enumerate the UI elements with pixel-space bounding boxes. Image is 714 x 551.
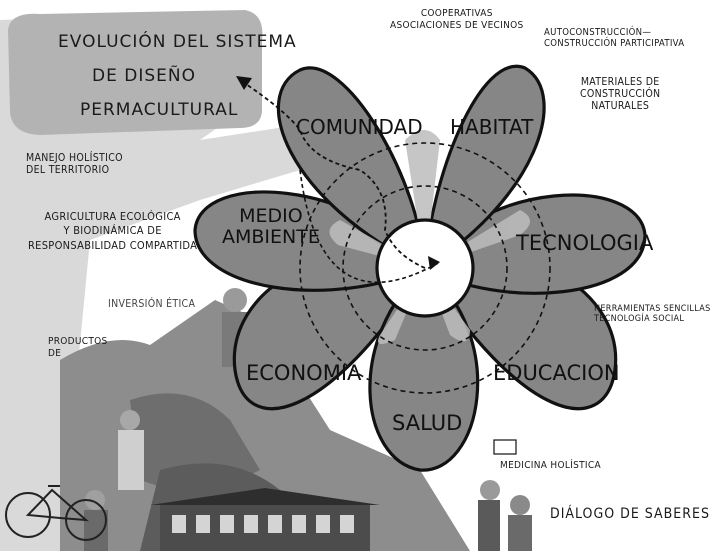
annotation-manejo-line-1: MANEJO HOLÍSTICO [26, 152, 123, 164]
annotation-agricultura: AGRICULTURA ECOLÓGICA Y BIODINÁMICA DE R… [28, 210, 197, 253]
annotation-autoconstruccion-line-2: CONSTRUCCIÓN PARTICIPATIVA [544, 37, 685, 49]
annotation-cooperativas-line-2: ASOCIACIONES DE VECINOS [390, 19, 524, 31]
petal-habitat [423, 64, 546, 271]
annotation-manejo: MANEJO HOLÍSTICO DEL TERRITORIO [26, 152, 123, 176]
annotation-cooperativas: COOPERATIVAS ASOCIACIONES DE VECINOS [390, 8, 524, 31]
petal-label-educacion: EDUCACION [493, 361, 620, 385]
petal-label-economia: ECONOMIA [246, 361, 362, 385]
annotation-productos-line-2: DE [48, 347, 62, 359]
annotation-herramientas: HERRAMIENTAS SENCILLAS TECNOLOGÍA SOCIAL [594, 304, 711, 325]
title-line-3: PERMACULTURAL [80, 100, 239, 120]
annotation-inversion: INVERSIÓN ÉTICA [108, 298, 196, 310]
annotation-herramientas-line-1: HERRAMIENTAS SENCILLAS [594, 304, 711, 314]
petal-label-salud: SALUD [392, 411, 463, 435]
title-line-1: EVOLUCIÓN DEL SISTEMA [58, 32, 297, 52]
annotation-dialogo: DIÁLOGO DE SABERES [550, 506, 710, 522]
annotation-productos-line-1: PRODUCTOS [48, 336, 108, 347]
annotation-autoconstruccion-line-1: AUTOCONSTRUCCIÓN— [544, 27, 652, 38]
petal-label-tecnologia: TECNOLOGIA [516, 231, 654, 255]
annotation-agricultura-line-1: AGRICULTURA ECOLÓGICA [44, 210, 181, 223]
annotation-cooperativas-line-1: COOPERATIVAS [420, 8, 493, 19]
annotation-materiales-line-3: NATURALES [591, 100, 650, 113]
bicycle-icon [5, 485, 107, 541]
annotation-materiales-line-2: CONSTRUCCIÓN [580, 88, 661, 101]
annotation-autoconstruccion: AUTOCONSTRUCCIÓN— CONSTRUCCIÓN PARTICIPA… [544, 27, 685, 50]
annotation-productos: PRODUCTOS DE [48, 336, 108, 359]
annotation-agricultura-line-2: Y BIODINÁMICA DE [63, 224, 162, 238]
dashed-orbits [299, 142, 551, 394]
evolution-arrow [239, 79, 426, 269]
petal-label-habitat: HABITAT [450, 115, 534, 139]
title-backdrop [8, 10, 263, 135]
annotation-manejo-line-2: DEL TERRITORIO [26, 164, 110, 177]
annotation-herramientas-line-2: TECNOLOGÍA SOCIAL [594, 314, 685, 325]
annotation-materiales: MATERIALES DE CONSTRUCCIÓN NATURALES [580, 76, 660, 112]
background-shape [0, 12, 330, 551]
petal-label-medio-ambiente: MEDIO AMBIENTE [222, 205, 320, 249]
petal-label-medio: MEDIO [239, 205, 303, 227]
arrow-head-icon [236, 76, 252, 90]
petal-label-comunidad: COMUNIDAD [296, 115, 423, 139]
annotation-materiales-line-1: MATERIALES DE [580, 76, 660, 88]
title-line-2: DE DISEÑO [92, 66, 196, 86]
annotation-medicina: MEDICINA HOLÍSTICA [500, 460, 601, 471]
petal-label-ambiente: AMBIENTE [222, 226, 320, 249]
annotation-agricultura-line-3: RESPONSABILIDAD COMPARTIDA [28, 238, 198, 252]
sign-icon [493, 439, 517, 455]
photo-collage [60, 288, 532, 551]
